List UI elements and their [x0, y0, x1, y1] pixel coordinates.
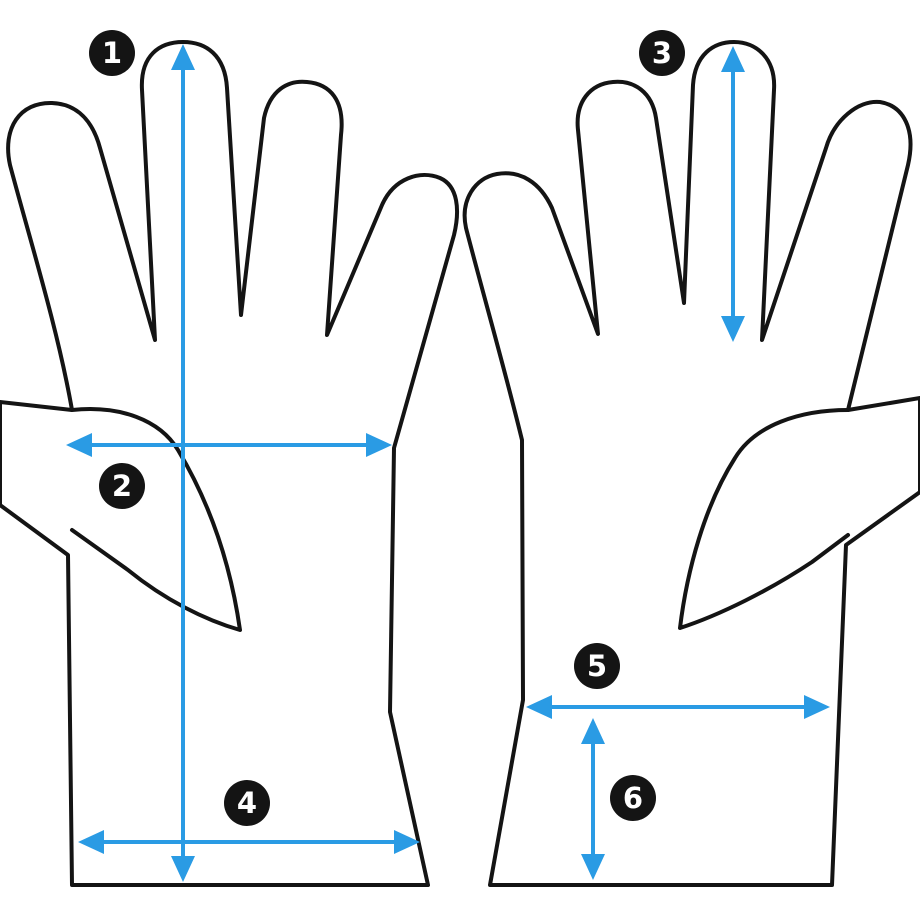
- marker-5: 5: [574, 643, 620, 689]
- svg-text:3: 3: [652, 36, 672, 70]
- right-glove: [462, 40, 920, 887]
- left-glove: [0, 40, 460, 887]
- right-glove-thumb: [678, 408, 850, 630]
- marker-6: 6: [610, 775, 656, 821]
- marker-4: 4: [224, 780, 270, 826]
- measure-1-arrow: [171, 44, 195, 882]
- measure-6-arrow: [581, 718, 605, 880]
- measure-2-arrow: [66, 433, 392, 457]
- left-glove-thumb: [70, 407, 242, 632]
- measure-3-arrow: [721, 46, 745, 342]
- right-glove-outline: [462, 40, 920, 887]
- svg-text:2: 2: [112, 469, 132, 503]
- measure-5-arrow: [526, 695, 830, 719]
- svg-text:5: 5: [587, 649, 607, 683]
- svg-text:1: 1: [102, 36, 122, 70]
- marker-2: 2: [99, 463, 145, 509]
- svg-text:6: 6: [623, 781, 643, 815]
- measure-4-arrow: [78, 830, 420, 854]
- svg-text:4: 4: [237, 786, 257, 820]
- marker-3: 3: [639, 30, 685, 76]
- left-glove-outline: [0, 40, 460, 887]
- marker-1: 1: [89, 30, 135, 76]
